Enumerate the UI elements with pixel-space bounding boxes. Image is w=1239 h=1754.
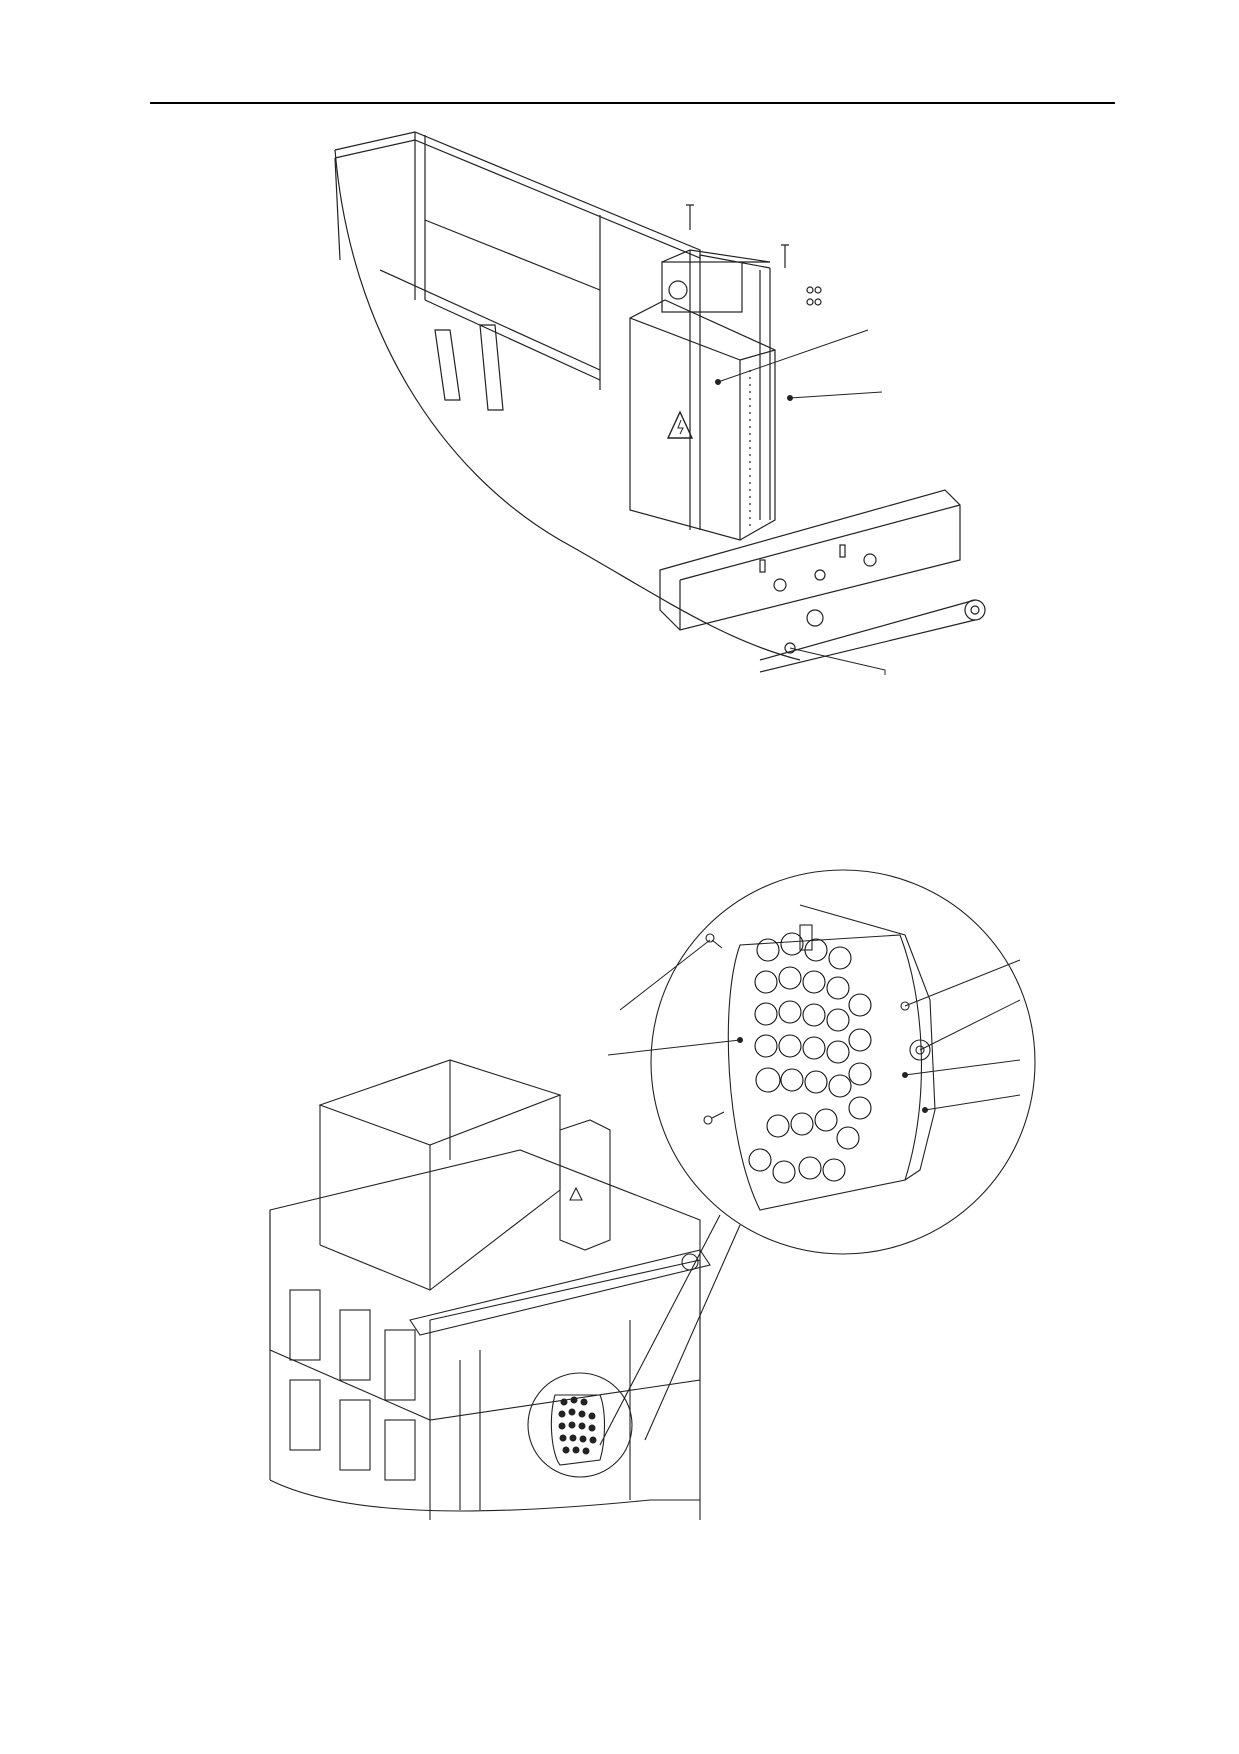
panel-location-circle [527, 1372, 633, 1478]
detail-cut-outline [334, 149, 801, 661]
small-panel-buttons [558, 1396, 597, 1455]
key-switch-slot [799, 924, 813, 951]
operating-panel-face [727, 934, 922, 1211]
lightning-warning-icon [666, 410, 694, 439]
junction-box [661, 261, 743, 313]
button-row-1 [756, 932, 852, 970]
button-row-3 [754, 1000, 872, 1052]
button-row-5 [755, 1067, 872, 1120]
controller-cabinet [629, 299, 776, 541]
button-row-2 [754, 966, 872, 1017]
button-row-4 [754, 1034, 872, 1086]
elevator-cab [269, 1059, 711, 1520]
callout-leaders [715, 329, 886, 675]
button-row-6 [766, 1108, 860, 1150]
figure-controller-cabinet [334, 131, 986, 675]
panel-callout-leaders [607, 939, 1021, 1113]
detail-magnifier-circle [650, 869, 1036, 1255]
header-rule [150, 102, 1115, 104]
panel-buttons [748, 932, 872, 1184]
